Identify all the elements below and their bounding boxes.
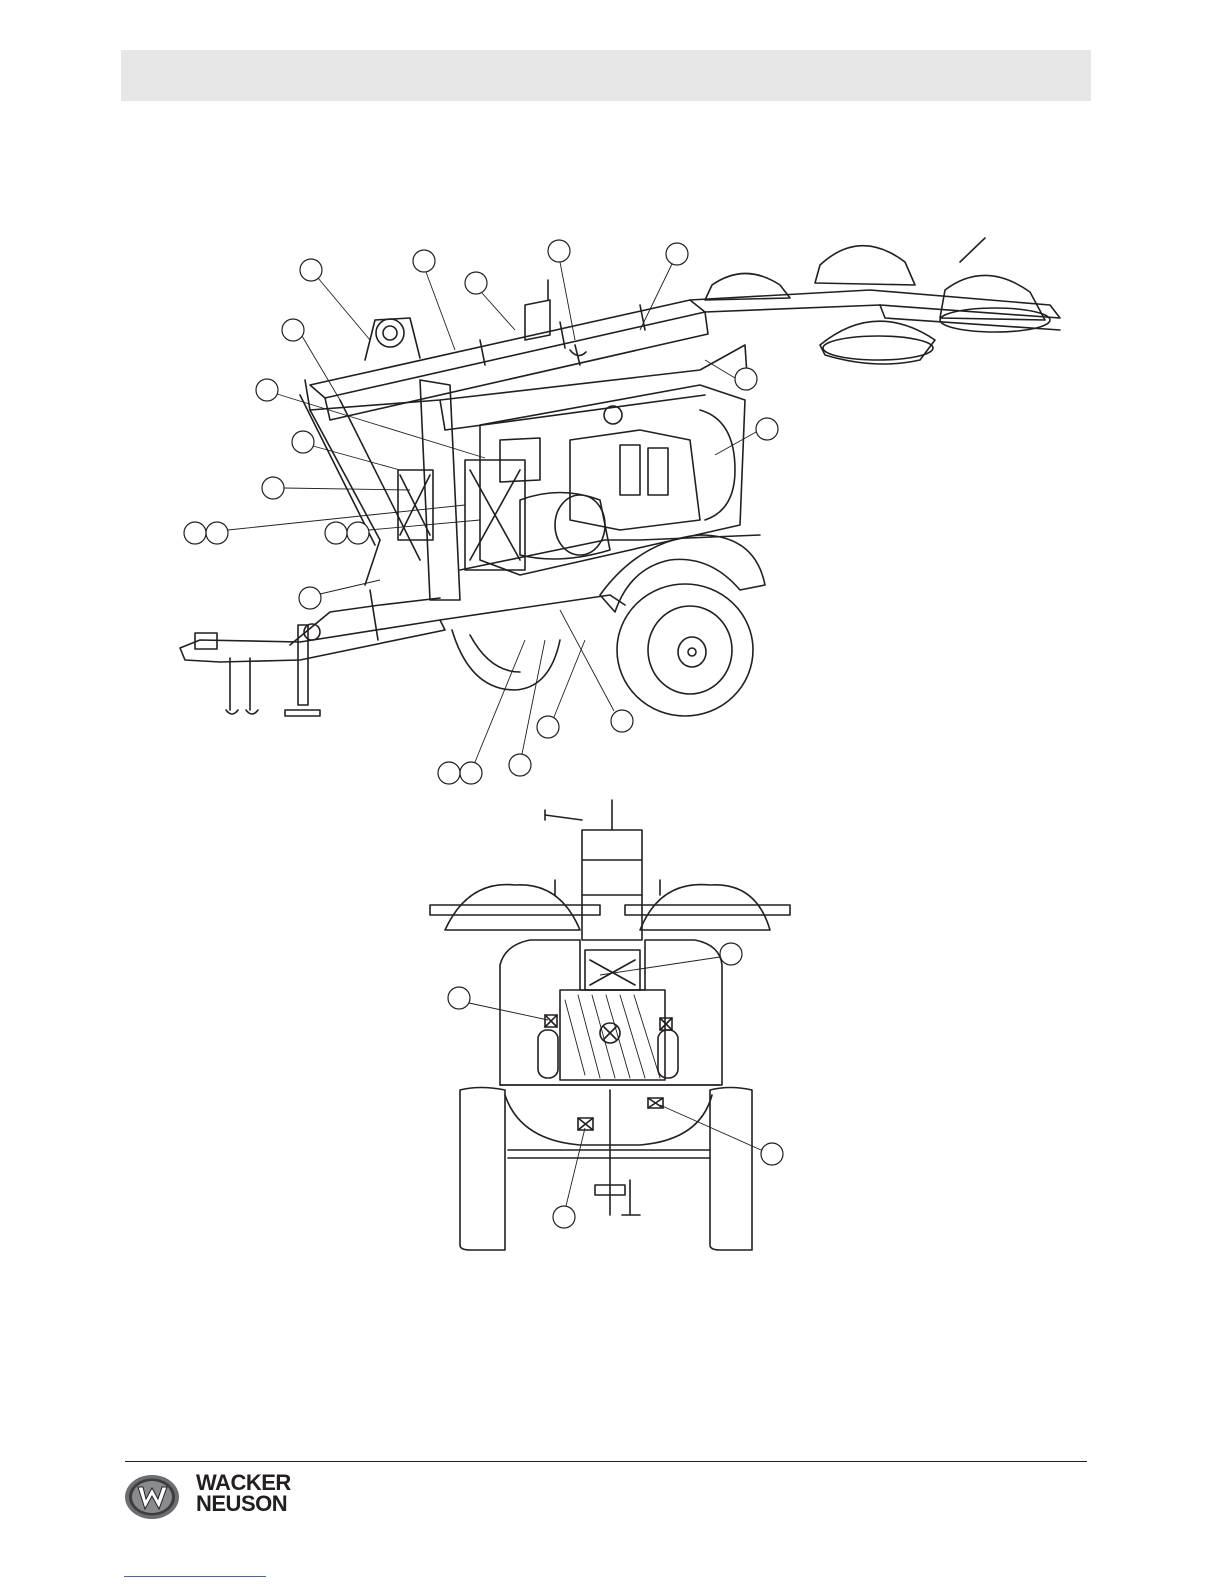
callouts-top <box>184 240 778 784</box>
rear-view <box>430 800 790 1250</box>
brand-line-1: WACKER <box>196 1472 291 1493</box>
bottom-link-underline[interactable] <box>124 1576 266 1577</box>
wacker-neuson-w-logo-icon <box>124 1474 182 1520</box>
iso-view <box>180 238 1060 716</box>
brand-line-2: NEUSON <box>196 1493 291 1514</box>
brand-wordmark: WACKER NEUSON <box>196 1472 291 1514</box>
footer-rule <box>125 1461 1087 1462</box>
